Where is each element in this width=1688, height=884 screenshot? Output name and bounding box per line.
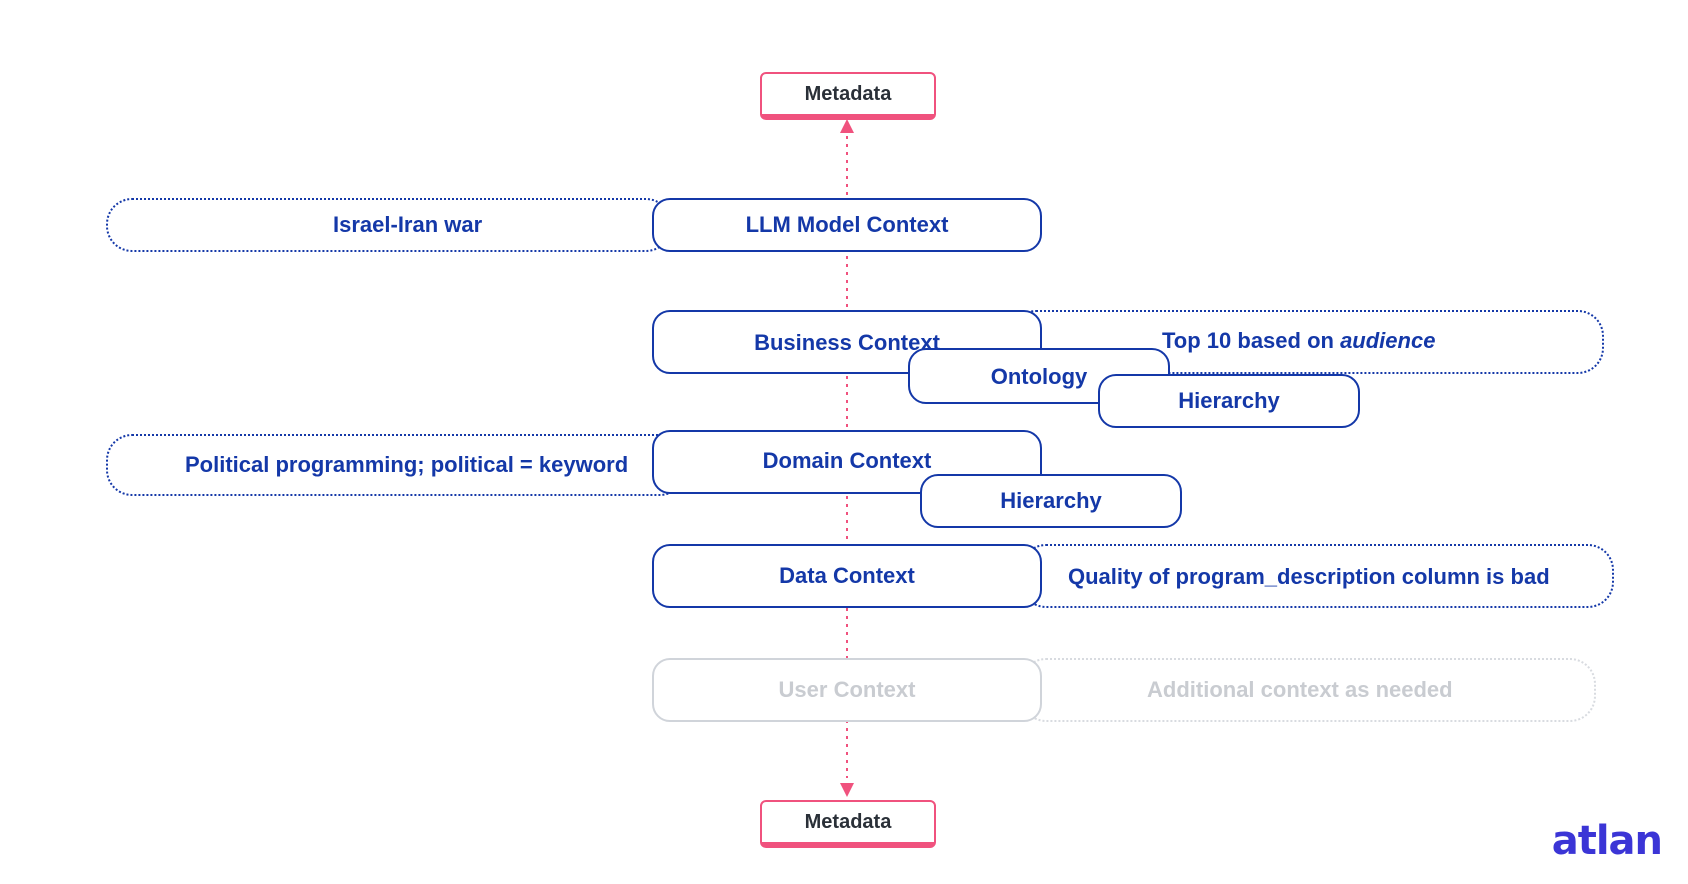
- user-context-box: User Context: [652, 658, 1042, 722]
- metadata-bottom-box: Metadata: [760, 800, 936, 848]
- user-note-box: Additional context as needed: [1020, 658, 1596, 722]
- business-note-text: Top 10 based on audience: [1162, 328, 1435, 354]
- llm-context-box: LLM Model Context: [652, 198, 1042, 252]
- data-context-box: Data Context: [652, 544, 1042, 608]
- metadata-top-box: Metadata: [760, 72, 936, 120]
- user-note-text: Additional context as needed: [1147, 677, 1453, 702]
- domain-note-text: Political programming; political = keywo…: [185, 452, 629, 477]
- arrow-down-icon: [840, 783, 854, 797]
- data-context-label: Data Context: [779, 563, 915, 588]
- llm-note-text: Israel-Iran war: [333, 212, 483, 237]
- business-note-box: Top 10 based on audience: [1010, 310, 1604, 374]
- domain-context-label: Domain Context: [762, 448, 932, 473]
- metadata-bottom-label: Metadata: [804, 810, 892, 833]
- data-note-box: Quality of program_description column is…: [1020, 544, 1614, 608]
- metadata-top-label: Metadata: [804, 82, 892, 105]
- domain-note-box: Political programming; political = keywo…: [106, 434, 686, 496]
- business-context-label: Business Context: [754, 330, 940, 355]
- llm-context-label: LLM Model Context: [745, 212, 949, 237]
- business-note-emphasis: audience: [1340, 328, 1436, 353]
- domain-hierarchy-label: Hierarchy: [1000, 488, 1102, 513]
- data-note-text: Quality of program_description column is…: [1068, 564, 1550, 589]
- business-note-prefix: Top 10 based on: [1162, 328, 1341, 353]
- business-hierarchy-label: Hierarchy: [1178, 388, 1280, 413]
- ontology-label: Ontology: [990, 364, 1088, 389]
- domain-hierarchy-box: Hierarchy: [920, 474, 1182, 528]
- llm-note-box: Israel-Iran war: [106, 198, 672, 252]
- business-hierarchy-box: Hierarchy: [1098, 374, 1360, 428]
- arrow-up-icon: [840, 119, 854, 133]
- user-context-label: User Context: [778, 677, 916, 702]
- atlan-logo: atlan: [1551, 818, 1663, 864]
